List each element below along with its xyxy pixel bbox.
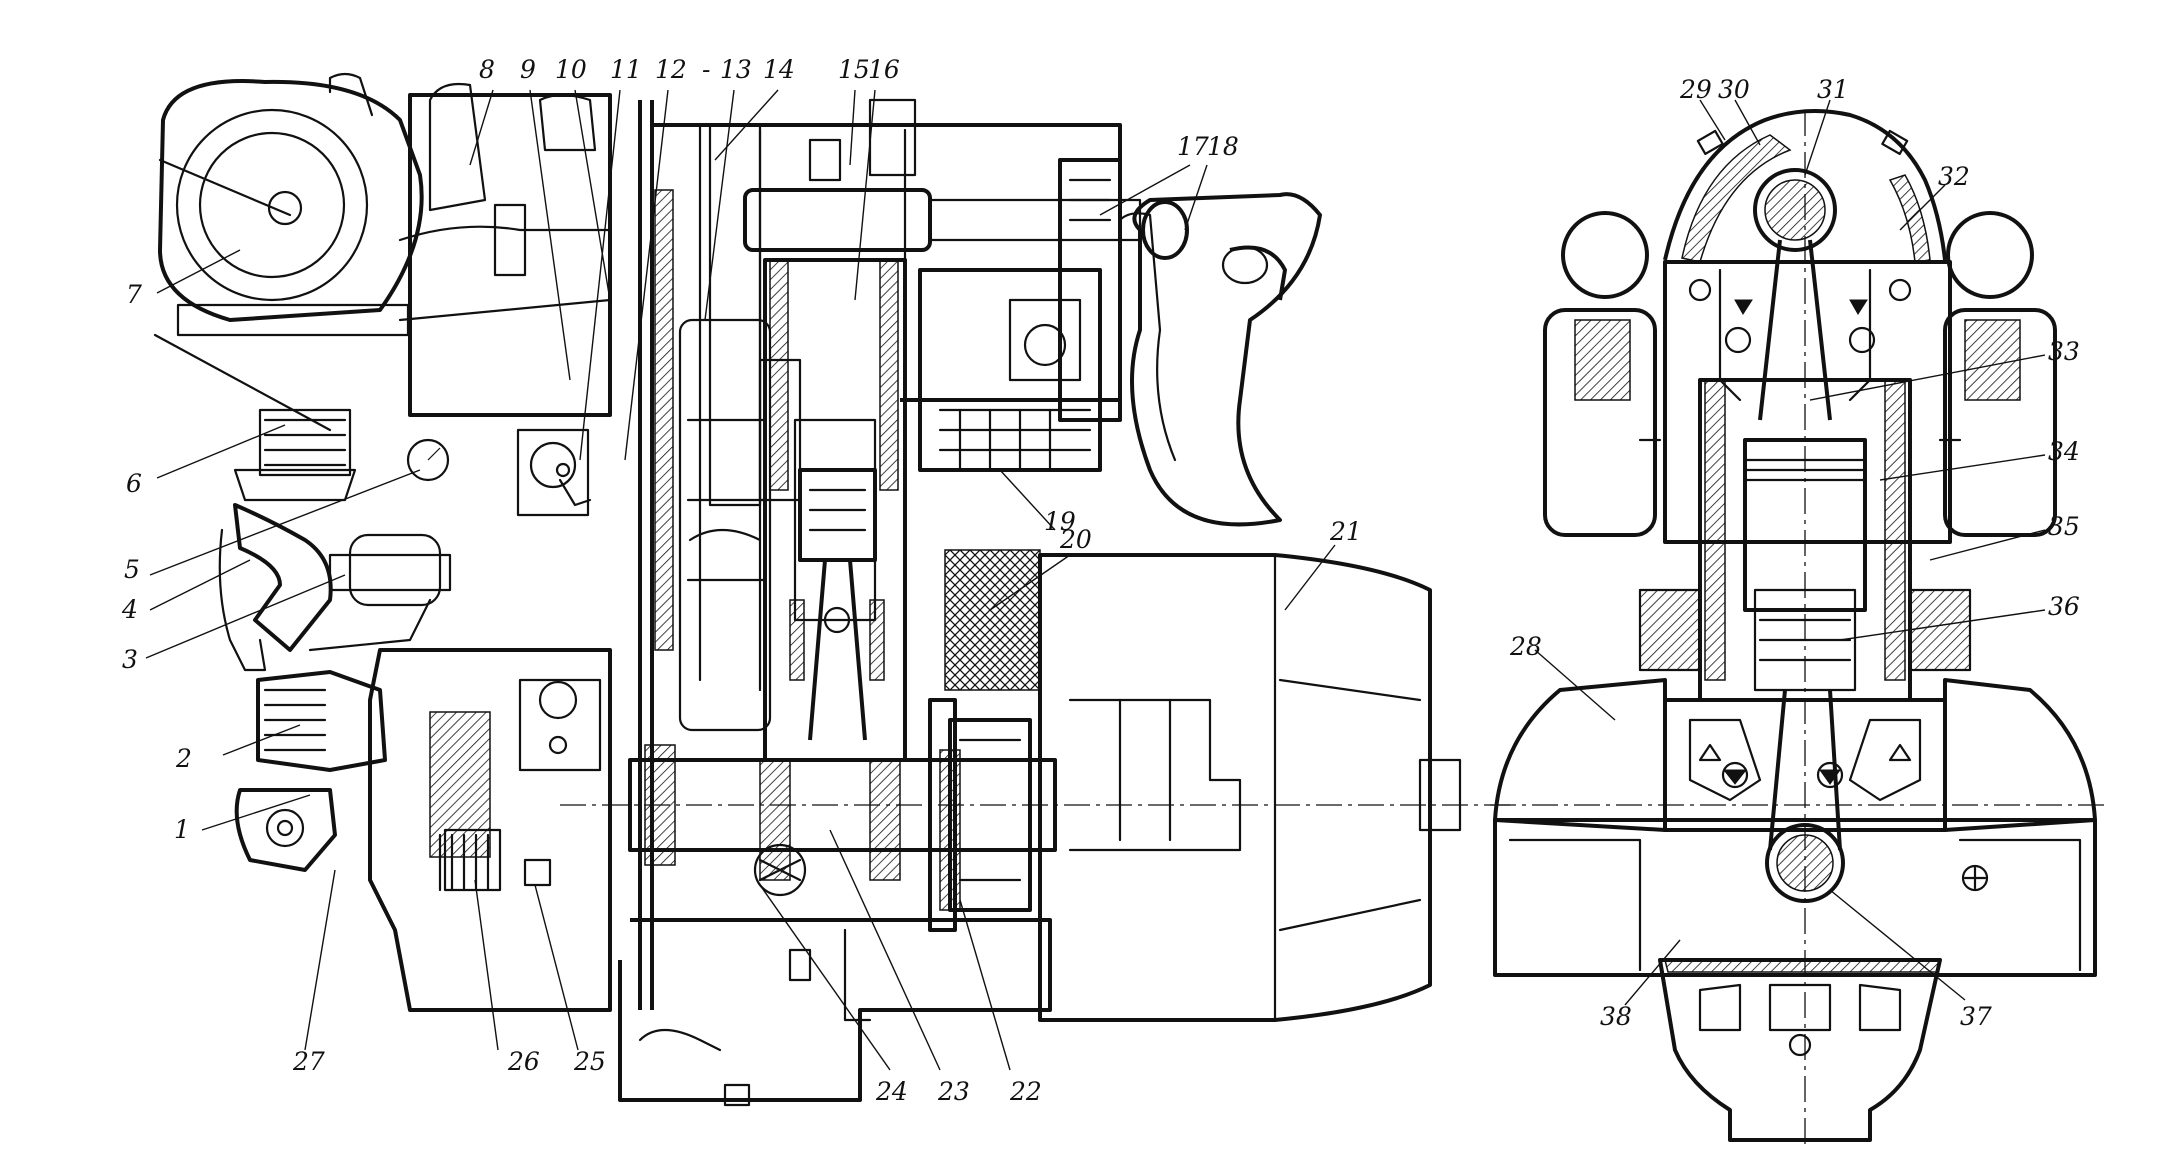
callout-19: 19 <box>1044 507 1076 536</box>
timing-gear-case <box>368 648 612 1012</box>
callout-9: 9 <box>520 55 536 84</box>
callout-11: 11 <box>610 55 642 84</box>
callout-35: 35 <box>2048 512 2080 541</box>
callout-1: 1 <box>174 815 190 844</box>
callout-21: 21 <box>1329 517 1362 546</box>
callout-10: 10 <box>555 55 587 84</box>
callout-25: 25 <box>573 1047 606 1076</box>
lower-housing <box>1493 678 2097 977</box>
callout-34: 34 <box>2048 437 2080 466</box>
turbocharger <box>1118 192 1322 527</box>
callout-2: 2 <box>175 744 192 773</box>
callout-24: 24 <box>875 1077 908 1106</box>
callout-3: 3 <box>122 645 138 674</box>
transverse-section-view <box>1490 109 2110 1150</box>
oil-sump <box>618 918 1052 1107</box>
callout-7: 7 <box>126 280 142 309</box>
starter-assembly <box>234 670 387 872</box>
callout-26: 26 <box>507 1047 540 1076</box>
generator-housing <box>1038 553 1462 1022</box>
callout-20: 20 <box>1059 525 1092 554</box>
exhaust-pipe <box>218 503 452 672</box>
cylinder-head <box>1663 168 1952 544</box>
callout-36: 36 <box>2048 592 2080 621</box>
callout-12: 12 <box>655 55 687 84</box>
callout-15: 15 <box>838 55 870 84</box>
callout-31: 31 <box>1817 75 1849 104</box>
callout-33: 33 <box>2048 337 2080 366</box>
fuel-pump-housing <box>918 268 1102 472</box>
callout-28: 28 <box>1509 632 1542 661</box>
intake-manifold <box>398 82 612 517</box>
callout-23: 23 <box>937 1077 970 1106</box>
callout-labels: 1 2 3 4 5 6 7 8 9 10 11 12 - 13 14 15 16… <box>121 55 2080 1106</box>
callout-27: 27 <box>292 1047 325 1076</box>
air-inlet-connector <box>233 408 357 502</box>
callout-38: 38 <box>1600 1002 1632 1031</box>
air-cleaner-housing <box>153 72 424 432</box>
callout-30: 30 <box>1718 75 1750 104</box>
callout-22: 22 <box>1009 1077 1042 1106</box>
callout-5: 5 <box>124 555 140 584</box>
longitudinal-section-view <box>153 72 1510 1107</box>
callout-37: 37 <box>1960 1002 1992 1031</box>
cylinder-and-piston <box>763 258 907 762</box>
callout-14: 14 <box>763 55 795 84</box>
transverse-oil-pan <box>1658 958 1942 1142</box>
transverse-cylinder <box>1638 378 1972 702</box>
callout-29: 29 <box>1679 75 1712 104</box>
dash-mark: - <box>702 55 710 84</box>
filter-element <box>944 549 1041 691</box>
air-cleaner-pair <box>1543 211 2057 537</box>
callout-4: 4 <box>121 595 138 624</box>
callout-13: 13 <box>720 55 752 84</box>
pressure-gauge <box>406 438 450 482</box>
crankshaft <box>628 698 1057 932</box>
callout-32: 32 <box>1938 162 1970 191</box>
leader-lines <box>145 89 2046 1071</box>
callout-16: 16 <box>868 55 900 84</box>
callout-18: 18 <box>1207 132 1239 161</box>
callout-17: 17 <box>1177 132 1209 161</box>
callout-8: 8 <box>479 55 495 84</box>
callout-6: 6 <box>126 469 142 498</box>
